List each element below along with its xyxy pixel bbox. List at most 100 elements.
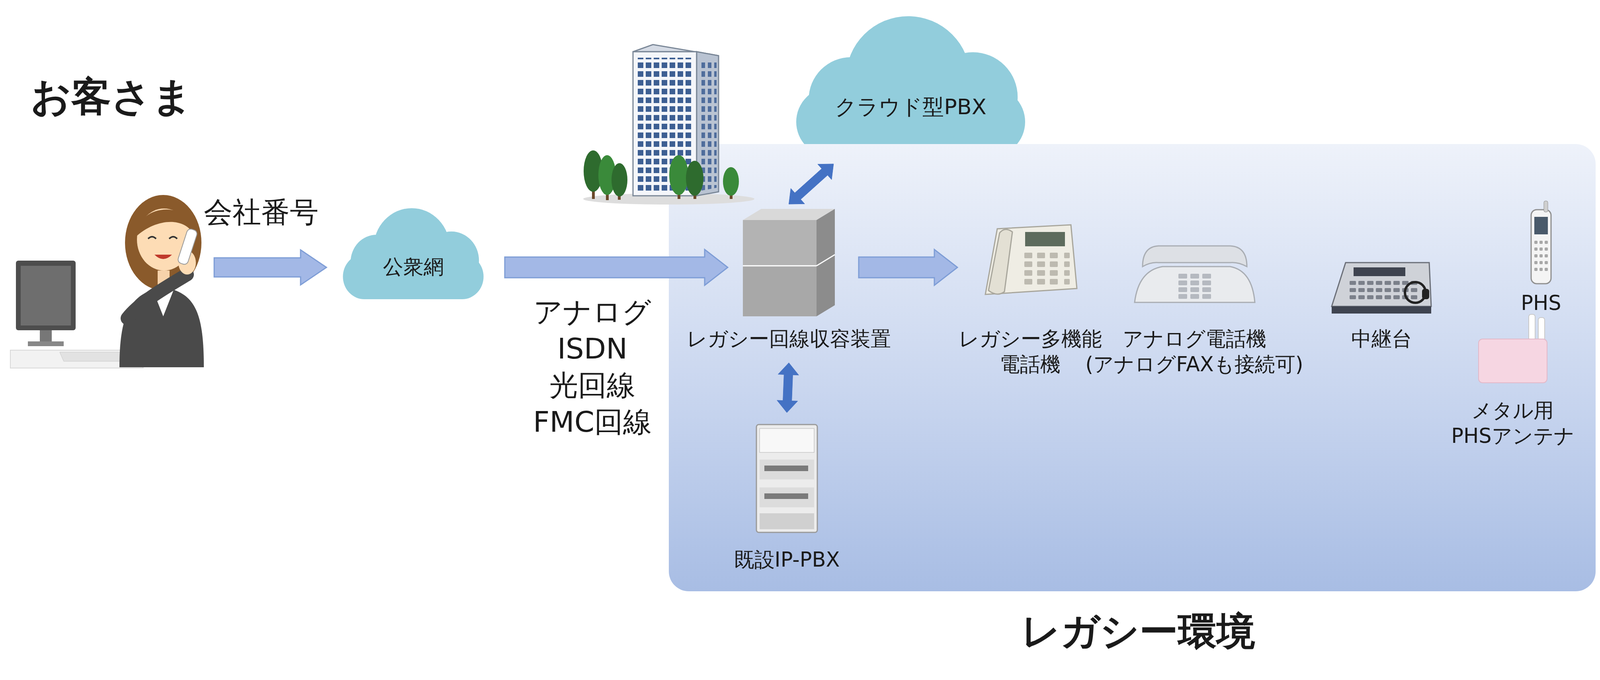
device-label-box: メタル用 PHSアンテナ [1451,398,1575,450]
node-text: レガシー回線収容装置 [686,326,891,352]
graphic-part [342,208,484,300]
graphic-part [1534,216,1548,235]
device-node: PHS [1528,201,1554,285]
call-arrow [214,250,327,286]
graphic-part [1178,294,1188,299]
graphic-part [742,265,817,317]
graphic-part [1544,240,1548,245]
graphic-part [1134,266,1255,303]
graphic-part [759,428,815,453]
graphic-part [764,465,809,472]
graphic-part [1544,267,1548,272]
graphic-part [1202,287,1212,293]
graphic-part [1358,281,1365,286]
cloud-node: 公衆網 [336,204,490,301]
block-arrow [789,164,834,205]
graphic-part [1064,252,1070,259]
graphic-part [669,155,689,196]
cloud-shape [786,9,1036,160]
graphic-part [1331,262,1432,307]
device-icon [1329,246,1434,315]
graphic-part [1349,295,1356,300]
graphic-part [985,224,1077,295]
graphic-part [1539,267,1543,272]
graphic-part [1064,261,1070,268]
graphic-part [759,487,815,508]
graphic-part [1367,288,1374,293]
customer-figure [10,195,204,369]
edge-label: アナログ ISDN 光回線 FMC回線 [533,293,652,441]
graphic-part [1539,254,1543,258]
node-text: レガシー環境 [1021,607,1256,656]
graphic-part [154,254,172,260]
graphic-part [1024,252,1033,259]
block-arrow [504,249,728,286]
graphic-part [1384,288,1391,293]
graphic-part [1190,294,1200,299]
graphic-part [20,265,71,326]
graphic-part [1375,281,1383,286]
region-heading-box: レガシー環境 [1021,607,1256,656]
node-text: クラウド型PBX [834,93,987,121]
node-text: 中継台 [1351,326,1413,352]
graphic-part [1393,295,1400,300]
graphic-part [1190,280,1200,286]
graphic-part [1178,287,1188,293]
graphic-part [816,254,835,266]
node-text: メタル用 PHSアンテナ [1451,398,1575,450]
device-node: 中継台 [1329,246,1434,315]
device-node: レガシー多機能 電話機 [981,220,1079,299]
graphic-part [988,229,1013,295]
graphic-part [722,167,739,196]
device-label-box: 既設IP-PBX [734,547,841,573]
graphic-part [1037,252,1046,259]
graphic-part [1544,254,1548,258]
graphic-part [1202,273,1212,279]
building [583,44,755,205]
graphic-part [39,330,52,343]
graphic-part [1375,288,1383,293]
device-icon [742,209,835,317]
graphic-part [59,352,129,362]
graphic-part [1384,295,1391,300]
graphic-part [1037,279,1046,285]
graphic-part [756,424,818,533]
graphic-part [27,341,64,347]
graphic-part [1190,287,1200,293]
graphic-part [1331,306,1432,314]
graphic-part [127,274,188,319]
graphic-part [15,260,76,331]
graphic-part [1358,295,1365,300]
graphic-part [1024,270,1033,276]
graphic-part [1544,261,1548,265]
graphic-part [1049,261,1058,268]
graphic-part [1539,247,1543,251]
device-label-box: PHS [1520,290,1561,317]
device-node: 既設IP-PBX [755,423,819,534]
graphic-part [1531,209,1552,284]
block-arrow [858,249,958,286]
graphic-part [1367,281,1374,286]
graphic-part [1534,247,1538,251]
device-icon [1528,201,1554,285]
graphic-part [135,209,194,238]
graphic-part [1534,254,1538,258]
device-node: アナログ電話機(アナログFAXも接続可) [1130,238,1259,307]
device-icon [755,423,819,534]
cloud-text-box: クラウド型PBX [786,54,1036,160]
node-text: 公衆網 [382,254,444,280]
number-label: 会社番号 [203,194,319,231]
graphic-part [169,236,178,239]
device-label-box: 中継台 [1351,326,1413,352]
graphic-part [1534,261,1538,265]
graphic-part [1422,289,1430,300]
device-icon [1130,238,1259,307]
graphic-part [1024,279,1033,285]
graphic-part [1049,270,1058,276]
graphic-part [1349,288,1356,293]
device-label-box: アナログ電話機(アナログFAXも接続可) [1085,326,1304,378]
node-text: レガシー多機能 電話機 [958,326,1102,378]
